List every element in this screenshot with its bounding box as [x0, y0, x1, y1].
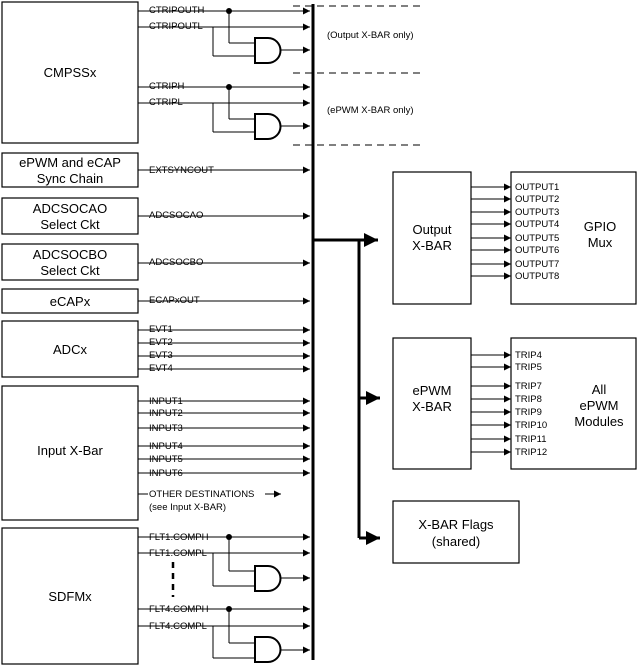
trip-signal-lines	[471, 351, 511, 456]
and-gate-cmpss-output	[254, 37, 282, 64]
epwm-modules-block	[510, 337, 637, 470]
adc-block	[1, 320, 139, 378]
trip-label: TRIP5	[515, 362, 542, 373]
input-xbar-label: Input X-Bar	[37, 443, 103, 458]
epwm-modules-label-2: ePWM	[580, 398, 619, 413]
output-label: OUTPUT1	[515, 182, 559, 193]
other-destinations-label: OTHER DESTINATIONS	[149, 489, 254, 500]
output-label: OUTPUT7	[515, 259, 559, 270]
sdfm-block	[1, 527, 139, 665]
trip-label: TRIP12	[515, 447, 547, 458]
and-gate-flt1	[254, 565, 282, 592]
xbar-flags-label-1: X-BAR Flags	[418, 517, 494, 532]
trip-label: TRIP10	[515, 420, 547, 431]
adcsocao-label-2: Select Ckt	[40, 217, 100, 232]
adcsocbo-block	[1, 243, 139, 281]
epwm-ecap-label-2: Sync Chain	[37, 171, 103, 186]
epwm-modules-label-1: All	[592, 382, 607, 397]
epwm-xbar-label-1: ePWM	[413, 383, 452, 398]
output-label: OUTPUT8	[515, 271, 559, 282]
output-xbar-block	[392, 171, 472, 305]
cmpss-label: CMPSSx	[44, 65, 97, 80]
output-only-note: (Output X-BAR only)	[327, 30, 414, 41]
ecap-label: eCAPx	[50, 294, 91, 309]
trip-label: TRIP8	[515, 394, 542, 405]
gpio-mux-label-1: GPIO	[584, 219, 617, 234]
xbar-flags-label-2: (shared)	[432, 534, 480, 549]
and-gate-flt4	[254, 636, 282, 663]
epwm-ecap-label-1: ePWM and eCAP	[19, 155, 121, 170]
adcsocao-label-1: ADCSOCAO	[33, 201, 107, 216]
cmpss-block	[1, 1, 139, 144]
see-input-xbar-note: (see Input X-BAR)	[149, 502, 226, 513]
output-xbar-label-2: X-BAR	[412, 238, 452, 253]
adcsocbo-label-2: Select Ckt	[40, 263, 100, 278]
gpio-mux-block	[510, 171, 637, 305]
output-label: OUTPUT6	[515, 245, 559, 256]
xbar-flags-block	[392, 500, 520, 564]
gpio-mux-label-2: Mux	[588, 235, 613, 250]
output-label: OUTPUT5	[515, 233, 559, 244]
trip-label: TRIP7	[515, 381, 542, 392]
epwm-ecap-sync-block	[1, 152, 139, 188]
epwm-xbar-block	[392, 337, 472, 470]
and-gate-cmpss-epwm	[254, 113, 282, 140]
adcsocbo-label-1: ADCSOCBO	[33, 247, 107, 262]
trip-label: TRIP9	[515, 407, 542, 418]
output-label: OUTPUT3	[515, 207, 559, 218]
sdfm-label: SDFMx	[48, 589, 92, 604]
output-label: OUTPUT4	[515, 219, 559, 230]
output-xbar-label-1: Output	[412, 222, 451, 237]
ecap-block	[1, 288, 139, 314]
adc-label: ADCx	[53, 342, 87, 357]
epwm-only-note: (ePWM X-BAR only)	[327, 105, 414, 116]
trip-label: TRIP11	[515, 434, 547, 445]
output-signal-lines	[471, 183, 511, 280]
output-label: OUTPUT2	[515, 194, 559, 205]
input-xbar-block	[1, 385, 139, 521]
adcsocao-block	[1, 197, 139, 235]
trip-label: TRIP4	[515, 350, 542, 361]
epwm-xbar-label-2: X-BAR	[412, 399, 452, 414]
epwm-modules-label-3: Modules	[574, 414, 624, 429]
